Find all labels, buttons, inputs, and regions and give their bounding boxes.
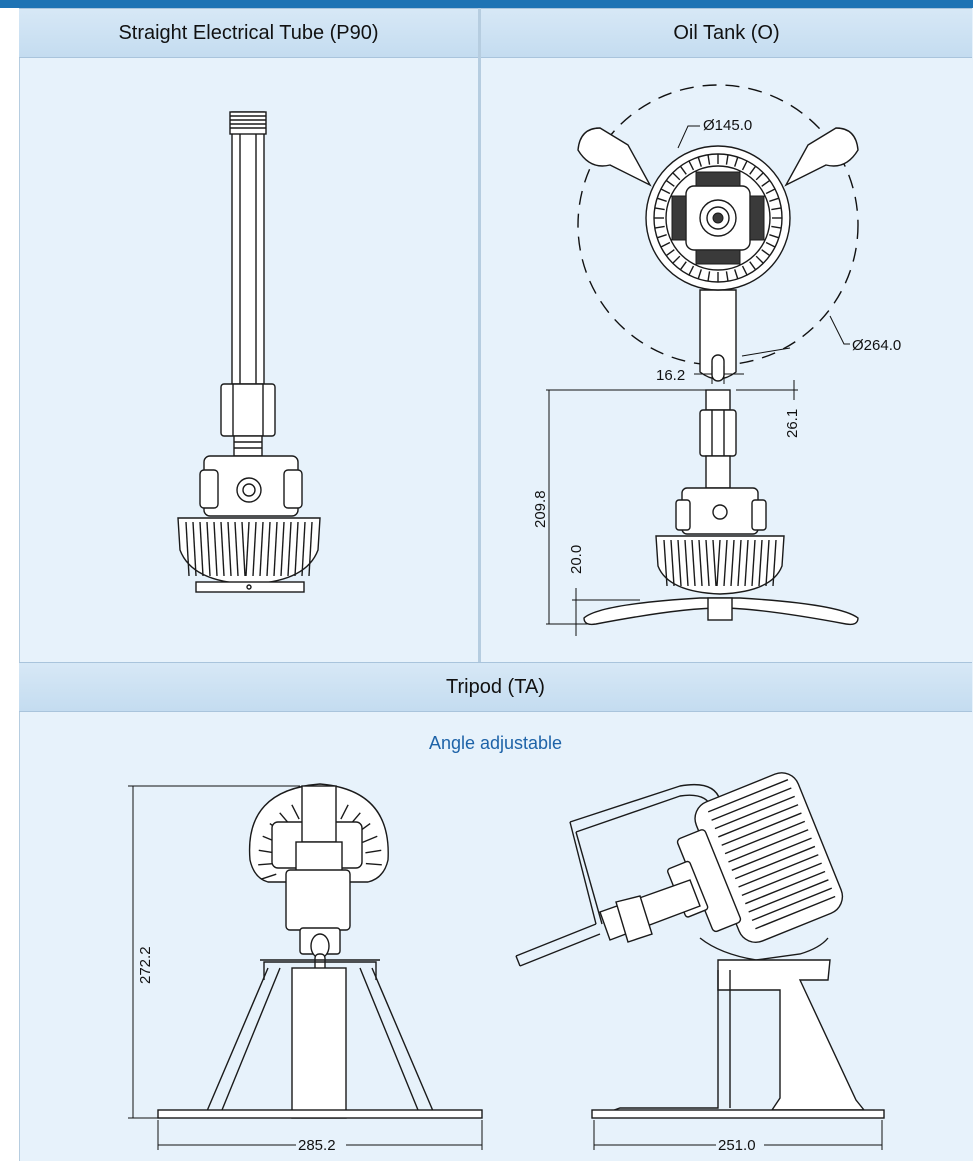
panel-header-oil-tank: Oil Tank (O) bbox=[481, 8, 972, 58]
oil-tank-dimensions: Ø145.0 Ø264.0 16.2 26.1 209.8 20.0 bbox=[532, 117, 901, 636]
dim-tripod-height: 272.2 bbox=[137, 946, 154, 984]
tripod-side-stand bbox=[591, 937, 885, 1119]
tube-lamp-housing bbox=[177, 455, 321, 593]
dim-top-offset: 26.1 bbox=[784, 409, 801, 438]
panel-title-oil-tank: Oil Tank (O) bbox=[673, 21, 780, 44]
tube-pipe bbox=[229, 111, 267, 385]
dim-tripod-front-width: 285.2 bbox=[298, 1137, 336, 1154]
tripod-side-dimensions: 251.0 bbox=[593, 1120, 883, 1154]
panel-title-electrical-tube: Straight Electrical Tube (P90) bbox=[118, 21, 379, 44]
dim-total-height: 209.8 bbox=[532, 490, 549, 528]
panel-divider bbox=[478, 8, 481, 662]
panel-title-tripod: Tripod (TA) bbox=[446, 675, 545, 698]
panel-header-tripod: Tripod (TA) bbox=[19, 662, 972, 712]
dim-outer-diameter: Ø264.0 bbox=[852, 337, 901, 354]
oil-tank-top-view bbox=[577, 84, 859, 382]
tripod-subtitle: Angle adjustable bbox=[428, 733, 563, 753]
dim-slot-width: 16.2 bbox=[656, 367, 685, 384]
tube-hex-nut bbox=[220, 383, 276, 457]
oil-tank-side-view bbox=[583, 389, 859, 626]
tripod-front-dimensions: 272.2 285.2 bbox=[128, 785, 483, 1154]
dim-tripod-side-width: 251.0 bbox=[718, 1137, 756, 1154]
dim-bottom-offset: 20.0 bbox=[568, 545, 585, 574]
tripod-side-lamp bbox=[515, 772, 844, 967]
tripod-front-stand bbox=[157, 959, 483, 1119]
top-accent-bar bbox=[0, 0, 973, 8]
panel-header-electrical-tube: Straight Electrical Tube (P90) bbox=[19, 8, 478, 58]
dim-inner-diameter: Ø145.0 bbox=[703, 117, 752, 134]
